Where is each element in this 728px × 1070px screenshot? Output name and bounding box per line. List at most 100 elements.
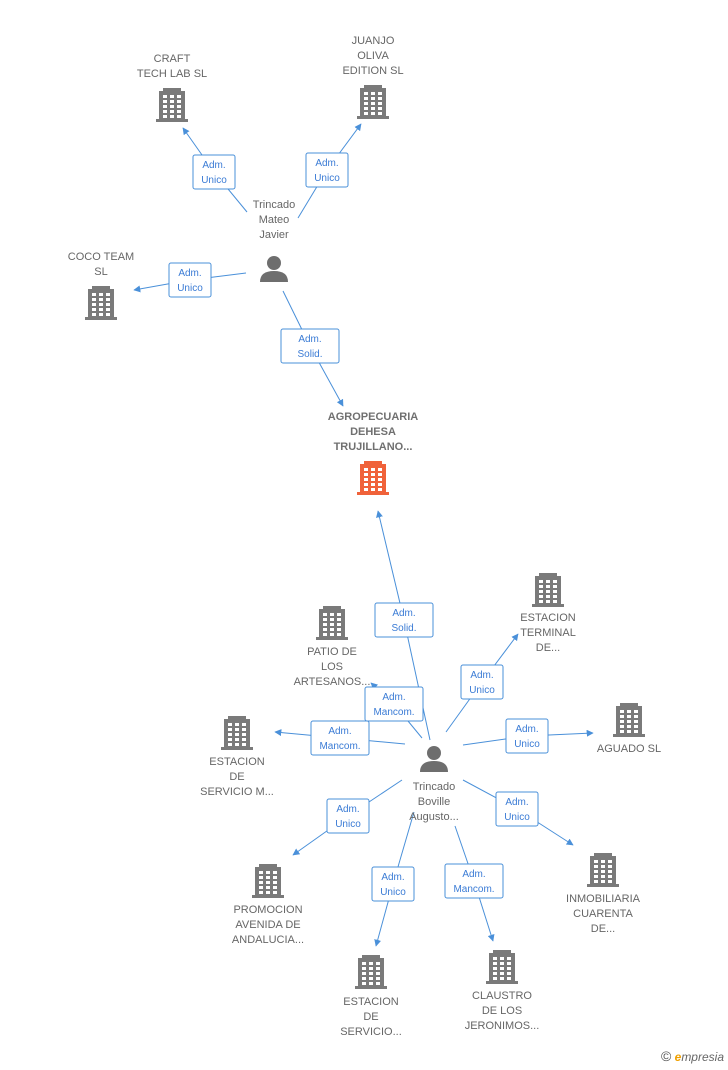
copyright-icon: © [660,1048,672,1064]
node-label-line: ESTACION [209,756,264,768]
building-icon [316,606,348,640]
node-label-line: PROMOCION [233,904,302,916]
edge-label-mateo-craft[interactable]: Adm. Unico [192,154,236,190]
building-icon [613,703,645,737]
node-label-line: INMOBILIARIA [566,893,641,905]
edge-label-box [460,664,504,700]
edge-labels: Adm.UnicoAdm.UnicoAdm.UnicoAdm.Solid.Adm… [168,152,549,902]
edge-label-mateo-agro[interactable]: Adm. Solid. [280,328,340,364]
edge-label-text: Adm. [336,804,359,815]
edge-label-augusto-aguado[interactable]: Adm. Unico [505,718,549,754]
node-label-line: CLAUSTRO [472,990,532,1002]
node-label: CLAUSTRO DE LOS JERONIMOS... [465,990,540,1032]
edge-label-text: Mancom. [319,741,360,752]
node-label-line: ESTACION [520,612,575,624]
node-label-line: PATIO DE [307,646,357,658]
edge-label-text: Adm. [178,268,201,279]
edge-label-text: Adm. [505,797,528,808]
edge-label-text: Adm. [298,334,321,345]
node-label-line: DE... [536,642,560,654]
edge-label-box [305,152,349,188]
node-label: CRAFT TECH LAB SL [137,53,207,80]
node-label-line: Boville [418,796,450,808]
edge-label-text: Adm. [315,158,338,169]
edge-label-augusto-inmob[interactable]: Adm. Unico [495,791,539,827]
edge-label-box [505,718,549,754]
edge-label-augusto-agro[interactable]: Adm.Solid. [374,602,434,638]
edge-label-augusto-terminal[interactable]: Adm.Unico [460,664,504,700]
node-label-line: JERONIMOS... [465,1020,540,1032]
node-label-line: SL [94,266,107,278]
edge-label-mateo-juanjo[interactable]: Adm.Unico [305,152,349,188]
node-label-line: COCO TEAM [68,251,134,263]
node-label-line: JUANJO [352,35,395,47]
edge-label-box [280,328,340,364]
edge-label-text: Unico [335,819,361,830]
node-craft-tech-lab[interactable]: CRAFT TECH LAB SL [137,53,207,122]
brand-name: mpresia [681,1050,724,1064]
edge-label-text: Unico [469,685,495,696]
node-label-line: LOS [321,661,343,673]
node-label-line: DE [363,1011,378,1023]
node-label-line: DE LOS [482,1005,522,1017]
edge-label-augusto-claustro[interactable]: Adm.Mancom. [444,863,504,899]
edge-label-text: Solid. [297,349,322,360]
building-icon [486,950,518,984]
node-label-line: Trincado [253,199,295,211]
node-label-line: CRAFT [154,53,191,65]
edge-label-text: Solid. [391,623,416,634]
person-icon [260,256,288,282]
edge-label-text: Unico [504,812,530,823]
node-label-line: DE... [591,923,615,935]
edge-label-text: Adm. [202,160,225,171]
edge-label-text: Unico [201,175,227,186]
edge-label-box [444,863,504,899]
person-icon [420,746,448,772]
edge-label-augusto-patio[interactable]: Adm.Mancom. [364,686,424,722]
node-aguado-sl[interactable]: AGUADO SL [597,703,661,755]
edge-label-text: Unico [380,887,406,898]
edge-label-box [495,791,539,827]
building-icon [587,853,619,887]
edge-label-mateo-coco[interactable]: Adm. Unico [168,262,212,298]
node-label-line: TECH LAB SL [137,68,207,80]
edge-label-box [364,686,424,722]
node-label: COCO TEAM SL [68,251,134,278]
node-label-line: SERVICIO... [340,1026,402,1038]
edge-label-text: Unico [177,283,203,294]
edge-label-text: Adm. [462,869,485,880]
building-icon [221,716,253,750]
edge-label-box [326,798,370,834]
node-label-line: Mateo [259,214,290,226]
edge-label-augusto-promo[interactable]: Adm. Unico [326,798,370,834]
node-claustro-de-los-jeronimos[interactable]: CLAUSTRO DE LOS JERONIMOS... [465,950,540,1032]
node-coco-team[interactable]: COCO TEAM SL [68,251,134,320]
edge-label-text: Adm. [328,726,351,737]
edge-label-text: Adm. [515,724,538,735]
edge-label-text: Mancom. [373,707,414,718]
edge-label-text: Unico [514,739,540,750]
edge-label-augusto-serv[interactable]: Adm. Unico [371,866,415,902]
edge-label-augusto-servm[interactable]: Adm. Mancom. [310,720,370,756]
edge-label-box [371,866,415,902]
edge-label-text: Adm. [381,872,404,883]
node-label-line: ANDALUCIA... [232,934,304,946]
